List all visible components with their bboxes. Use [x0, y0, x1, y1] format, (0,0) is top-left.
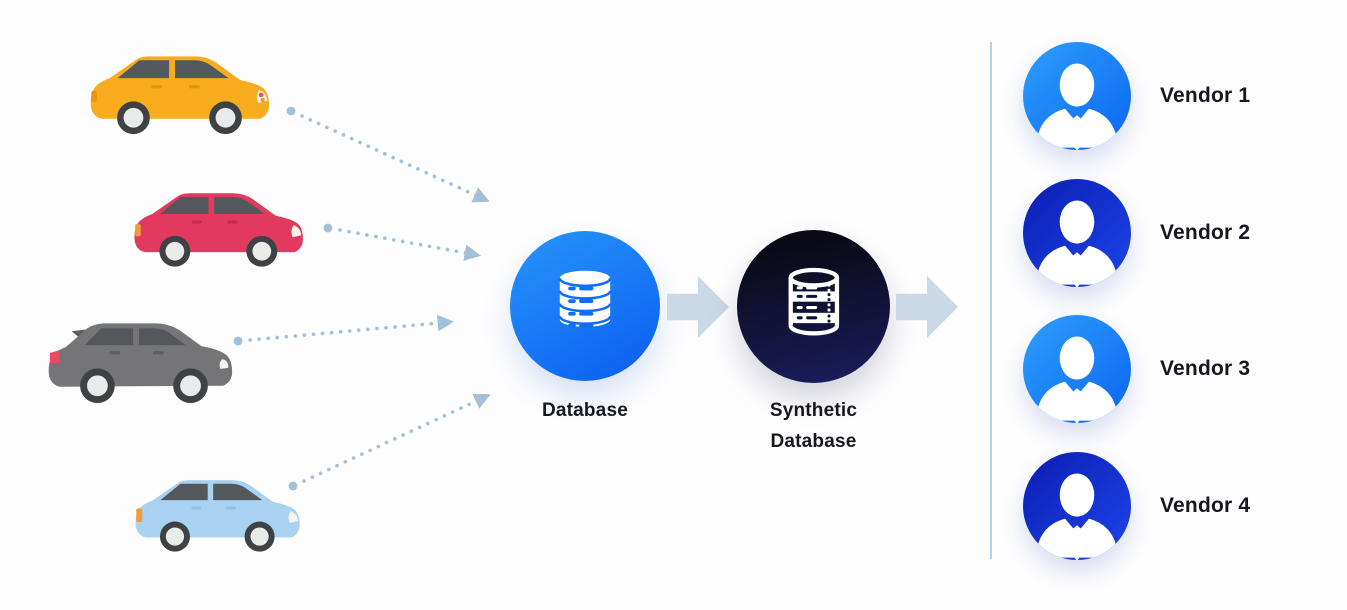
synthetic-label-line-1: Synthetic — [769, 400, 858, 421]
rear-wheel — [80, 368, 115, 404]
rear-wheel — [159, 521, 190, 552]
vendor-4-label: Vendor 4 — [1160, 494, 1251, 517]
vendor-3-label: Vendor 3 — [1160, 357, 1251, 380]
vendors-divider-line — [990, 42, 992, 559]
vendor-row-2: Vendor 2 — [1023, 179, 1333, 287]
rear-wheel — [117, 101, 150, 135]
database-icon — [558, 270, 612, 328]
vendor-row-3: Vendor 3 — [1023, 315, 1333, 423]
person-icon — [1035, 200, 1119, 287]
car-icon — [134, 193, 303, 267]
red-car-illustration — [122, 183, 310, 269]
database-label: Database — [541, 400, 629, 421]
rear-wheel — [159, 235, 191, 267]
person-icon — [1035, 336, 1119, 423]
synthetic-database-icon — [788, 267, 839, 336]
blue-car-illustration — [124, 463, 306, 561]
right-arrow-icon — [667, 275, 729, 339]
connector-yellow-car-to-database — [286, 106, 490, 203]
vendor-row-1: Vendor 1 — [1023, 42, 1333, 150]
vendor-4-avatar — [1023, 452, 1131, 560]
vendor-2-avatar — [1023, 179, 1131, 287]
synthetic-database-node — [737, 230, 890, 383]
front-wheel — [246, 235, 278, 267]
front-wheel — [209, 101, 242, 135]
yellow-car-illustration — [78, 44, 276, 138]
connector-gray-suv-to-database — [233, 314, 455, 346]
vendor-1-label: Vendor 1 — [1160, 84, 1251, 107]
front-wheel — [173, 368, 208, 404]
vendor-row-4: Vendor 4 — [1023, 452, 1333, 560]
vendor-2-label: Vendor 2 — [1160, 221, 1251, 244]
car-icon — [135, 480, 300, 552]
database-node — [510, 231, 660, 381]
front-wheel — [244, 521, 275, 552]
gray-suv-illustration — [38, 308, 246, 406]
person-icon — [1035, 473, 1119, 560]
person-icon — [1035, 63, 1119, 150]
vendor-3-avatar — [1023, 315, 1131, 423]
synthetic-database-label: Synthetic Database — [733, 395, 894, 457]
car-icon — [90, 56, 270, 135]
car-icon — [48, 323, 233, 404]
connector-red-car-to-database — [323, 223, 482, 261]
right-arrow-icon — [896, 275, 958, 339]
connector-blue-car-to-database — [288, 393, 491, 491]
synthetic-label-line-2: Database — [770, 431, 857, 452]
vendor-1-avatar — [1023, 42, 1131, 150]
